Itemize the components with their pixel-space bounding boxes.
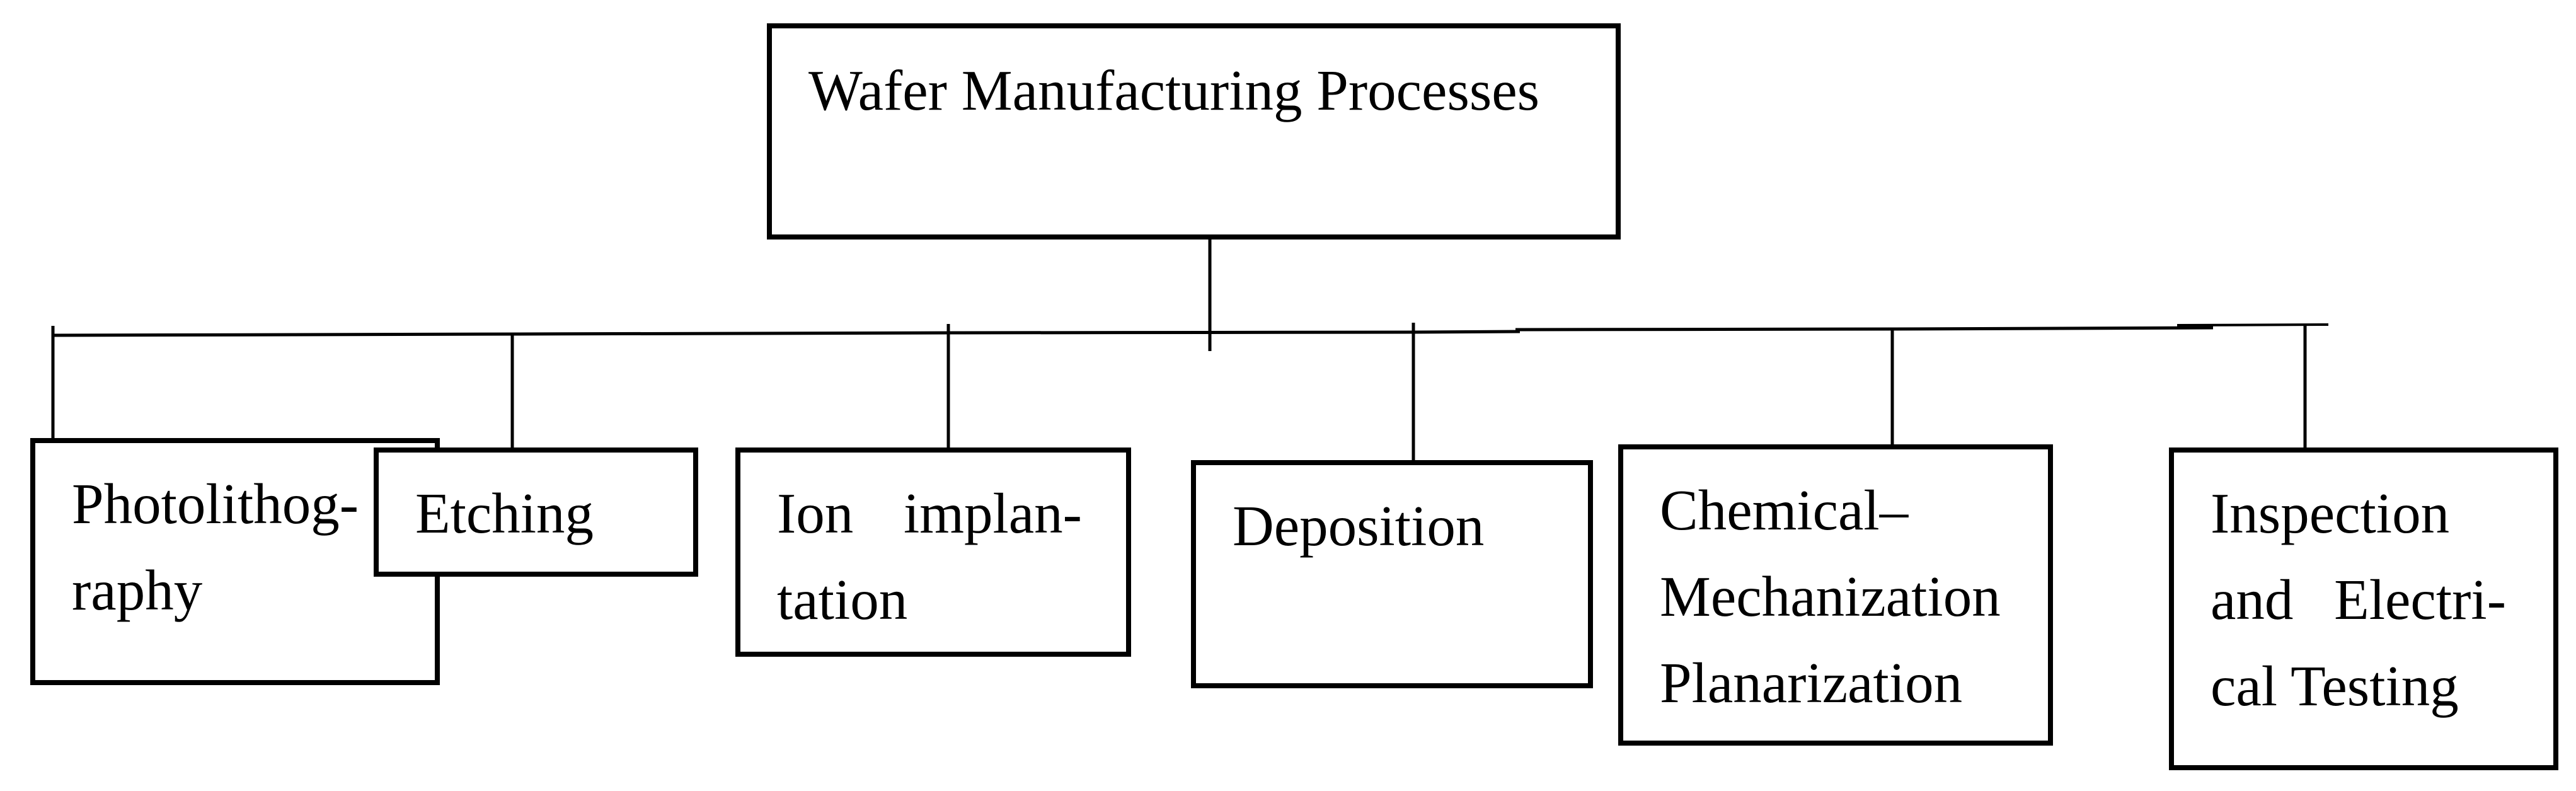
node-inspection-and-electrical-testing: Inspection and Electri- cal Testing (2169, 447, 2558, 770)
rail-segment (1515, 327, 1895, 332)
node-deposition: Deposition (1191, 460, 1593, 688)
node-label-line: and Electri- (2211, 568, 2506, 632)
node-chemical-mechanization-planarization: Chemical– Mechanization Planarization (1618, 444, 2053, 746)
node-label-line: Mechanization (1660, 565, 2001, 628)
rail-segment (1894, 326, 2214, 331)
node-label-line: Ion implan- (777, 482, 1082, 545)
node-label-line: cal Testing (2211, 654, 2459, 718)
node-label-line: Photolithog- (72, 472, 359, 536)
rail-segment (954, 330, 1415, 335)
rail-segment (51, 332, 519, 337)
node-label-line: Planarization (1660, 651, 1963, 715)
node-label-line: Etching (415, 482, 594, 545)
node-wafer-manufacturing-processes: Wafer Manufacturing Processes (767, 23, 1621, 240)
node-ion-implantation: Ion implan- tation (735, 447, 1131, 657)
rail-segment (517, 331, 955, 336)
node-label-line: Deposition (1233, 494, 1485, 558)
node-label-line: Inspection (2211, 482, 2450, 545)
node-label-line: raphy (72, 558, 203, 622)
node-label-line: Chemical– (1660, 478, 1909, 542)
node-label: Wafer Manufacturing Processes (808, 59, 1540, 122)
node-etching: Etching (374, 447, 698, 577)
node-label-line: tation (777, 568, 908, 632)
